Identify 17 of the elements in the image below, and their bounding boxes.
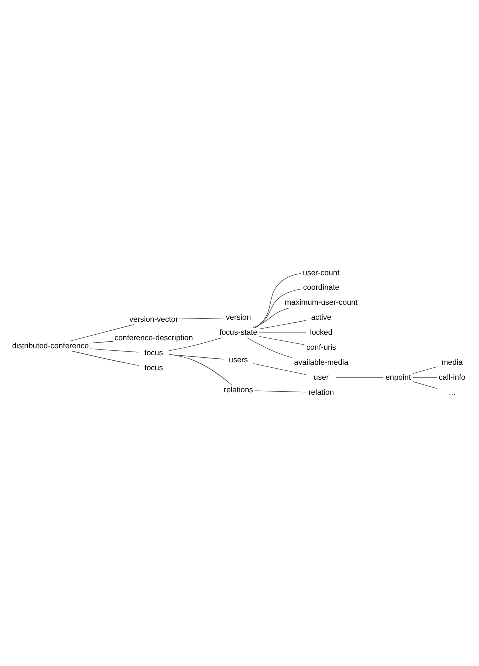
connector xyxy=(90,341,114,344)
connector xyxy=(255,273,302,328)
connector xyxy=(413,366,438,374)
connector xyxy=(259,336,305,346)
connector xyxy=(413,382,438,389)
connector xyxy=(247,338,293,358)
connector xyxy=(168,354,233,386)
connector xyxy=(180,318,224,320)
connector xyxy=(168,338,222,352)
connector xyxy=(259,320,307,330)
connector xyxy=(254,288,302,328)
connector xyxy=(255,390,307,393)
connector xyxy=(253,308,290,328)
connector xyxy=(70,324,134,342)
connector xyxy=(72,351,140,366)
connector xyxy=(253,364,307,376)
connector xyxy=(90,348,140,353)
